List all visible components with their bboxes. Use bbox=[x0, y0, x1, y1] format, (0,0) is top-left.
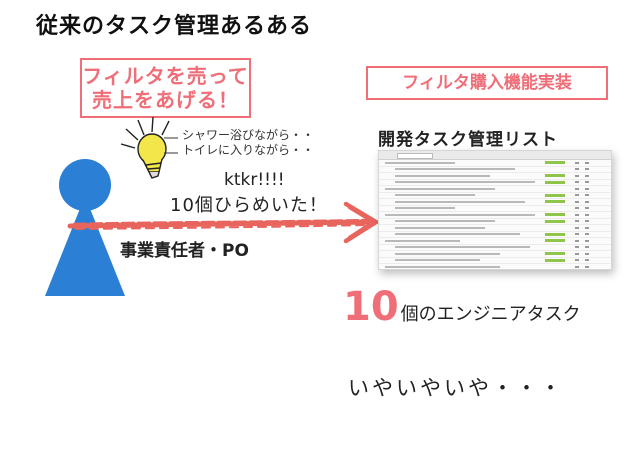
screenshot-row bbox=[379, 245, 611, 251]
task-count-number: 10 bbox=[343, 284, 399, 330]
screenshot-row bbox=[379, 251, 611, 258]
screenshot-row bbox=[379, 225, 611, 232]
slide-title: 従来のタスク管理あるある bbox=[36, 14, 313, 39]
screenshot-row bbox=[379, 180, 611, 186]
thought-line2: トイレに入りながら・・ bbox=[182, 143, 315, 157]
sell-filter-line1: フィルタを売って bbox=[82, 64, 249, 88]
reaction-text: いやいやいや・・・ bbox=[348, 376, 564, 400]
task-list-label: 開発タスク管理リスト bbox=[378, 130, 558, 150]
screenshot-row bbox=[379, 219, 611, 225]
screenshot-row bbox=[379, 212, 611, 219]
screenshot-row bbox=[379, 199, 611, 206]
screenshot-row bbox=[379, 186, 611, 193]
screenshot-rows bbox=[379, 160, 611, 269]
screenshot-row bbox=[379, 173, 611, 180]
screenshot-header bbox=[379, 151, 611, 160]
screenshot-row bbox=[379, 258, 611, 264]
screenshot-row bbox=[379, 206, 611, 212]
thought-line1: シャワー浴びながら・・ bbox=[182, 128, 315, 142]
task-count-text: 個のエンジニアタスク bbox=[400, 304, 581, 325]
person-icon bbox=[45, 159, 125, 296]
exclaim-text: ktkr!!!! bbox=[224, 170, 285, 190]
screenshot-row bbox=[379, 193, 611, 199]
role-label: 事業責任者・PO bbox=[120, 241, 249, 261]
task-list-screenshot bbox=[378, 150, 612, 270]
screenshot-row bbox=[379, 232, 611, 238]
lightbulb-icon bbox=[120, 116, 170, 179]
arrow-icon bbox=[67, 201, 381, 244]
screenshot-row bbox=[379, 167, 611, 173]
thought-bubble-lines bbox=[164, 137, 178, 154]
screenshot-row bbox=[379, 238, 611, 245]
sell-filter-line2: 売上をあげる！ bbox=[92, 88, 239, 112]
filter-feature-box: フィルタ購入機能実装 bbox=[366, 66, 608, 100]
inspiration-text: 10個ひらめいた！ bbox=[170, 195, 328, 216]
thought-text: シャワー浴びながら・・ トイレに入りながら・・ bbox=[182, 128, 314, 158]
screenshot-row bbox=[379, 264, 611, 269]
sell-filter-box: フィルタを売って 売上をあげる！ bbox=[80, 58, 251, 118]
screenshot-row bbox=[379, 160, 611, 167]
